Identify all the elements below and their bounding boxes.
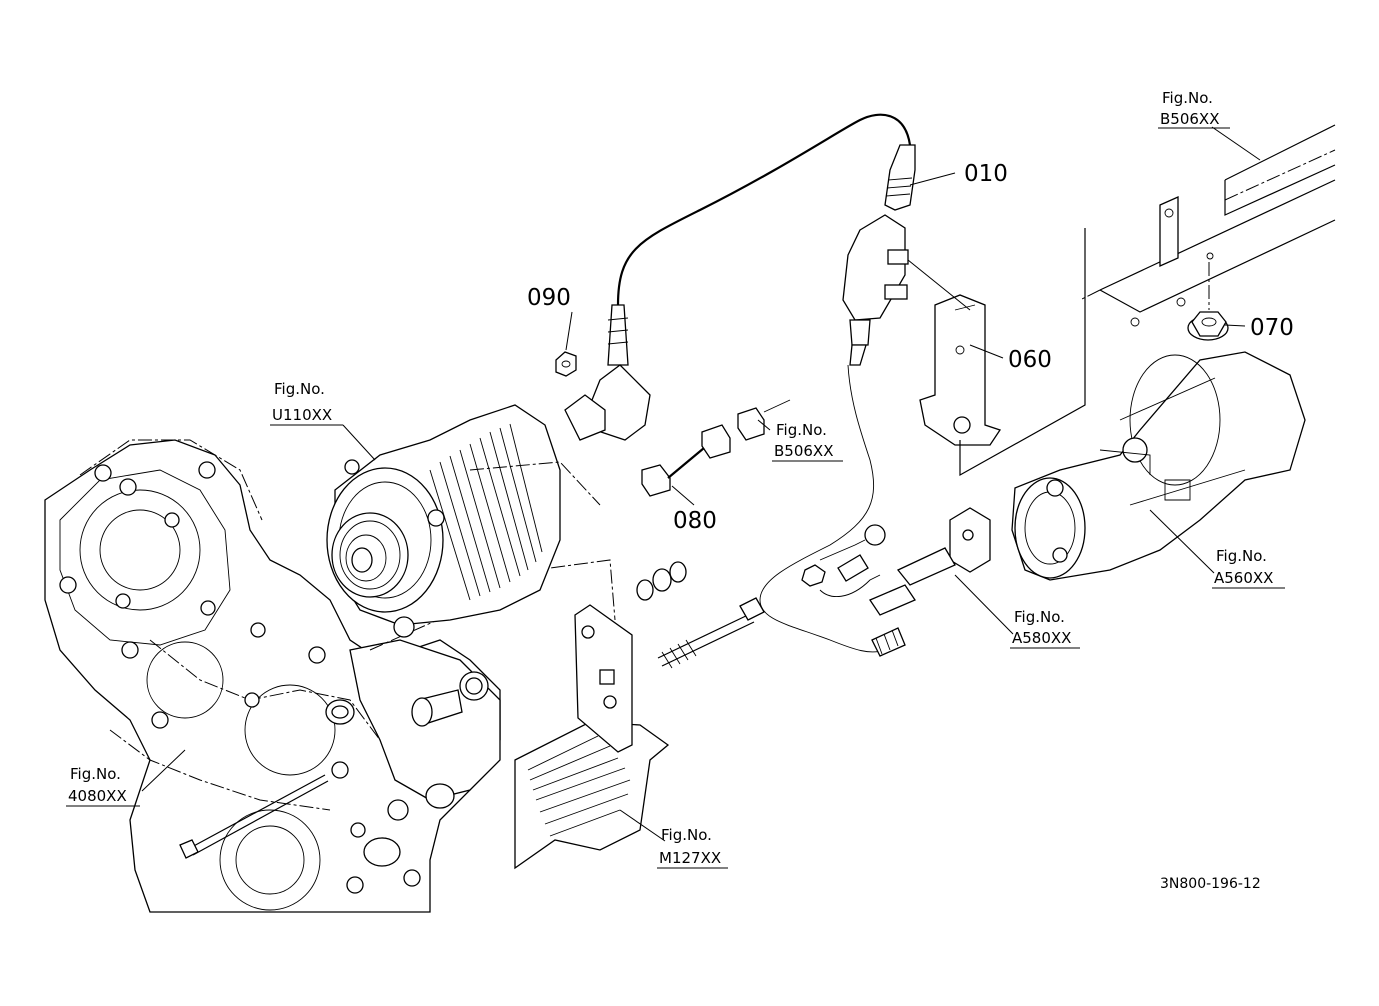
starter-terminal-boot xyxy=(949,507,991,573)
fig-ref-code[interactable]: B506XX xyxy=(1160,110,1219,128)
fig-ref-code[interactable]: A580XX xyxy=(1012,629,1071,647)
drawing-code: 3N800-196-12 xyxy=(1160,876,1261,892)
alternator-mounting-bracket xyxy=(325,559,616,867)
gear-case-housing xyxy=(44,439,501,913)
fig-ref-a560xx[interactable]: Fig.No. A560XX xyxy=(1212,547,1285,589)
nut-090 xyxy=(555,351,577,377)
fig-ref-code[interactable]: A560XX xyxy=(1214,569,1273,587)
alternator-connector xyxy=(564,304,651,441)
fig-ref-label: Fig.No. xyxy=(1216,547,1267,565)
part-number-070: 070 xyxy=(1250,315,1294,341)
fig-ref-b506xx-mid[interactable]: Fig.No. B506XX xyxy=(772,421,843,462)
fig-ref-b506xx-top[interactable]: Fig.No. B506XX xyxy=(1158,89,1230,129)
part-number-010: 010 xyxy=(964,161,1008,187)
fig-ref-label: Fig.No. xyxy=(776,421,827,439)
connector-set-080 xyxy=(641,399,791,497)
fig-ref-code[interactable]: U110XX xyxy=(272,406,332,424)
fig-ref-code[interactable]: B506XX xyxy=(774,442,833,460)
fig-ref-m127xx[interactable]: Fig.No. M127XX xyxy=(657,826,728,869)
flange-nut-070 xyxy=(1187,262,1229,341)
fig-ref-label: Fig.No. xyxy=(1162,89,1213,107)
fig-ref-label: Fig.No. xyxy=(70,765,121,783)
relay-harness-plug-010 xyxy=(842,144,916,366)
relay-bracket-060 xyxy=(919,294,1002,446)
starter-cable-terminals xyxy=(801,524,956,657)
part-number-080: 080 xyxy=(673,508,717,534)
part-number-060: 060 xyxy=(1008,347,1052,373)
fig-ref-4080xx[interactable]: Fig.No. 4080XX xyxy=(66,765,140,807)
fig-ref-code[interactable]: 4080XX xyxy=(68,787,127,805)
frame-rail xyxy=(1079,124,1336,327)
fig-ref-label: Fig.No. xyxy=(1014,608,1065,626)
leader-lines xyxy=(141,126,1261,842)
adjusting-plate xyxy=(574,604,633,753)
heat-shield-plate xyxy=(514,721,670,870)
starter-motor xyxy=(1011,351,1306,581)
fig-ref-label: Fig.No. xyxy=(274,380,325,398)
wiring-harness xyxy=(616,113,912,653)
fig-ref-a580xx[interactable]: Fig.No. A580XX xyxy=(1010,608,1080,649)
fig-ref-code[interactable]: M127XX xyxy=(659,849,721,867)
alternator-through-bolt xyxy=(657,597,765,669)
fig-ref-label: Fig.No. xyxy=(661,826,712,844)
fig-ref-u110xx[interactable]: Fig.No. U110XX xyxy=(270,380,343,426)
alternator-assembly xyxy=(326,404,601,638)
spacer-washers xyxy=(636,561,687,601)
frame-outline xyxy=(959,228,1086,477)
part-number-090: 090 xyxy=(527,285,571,311)
